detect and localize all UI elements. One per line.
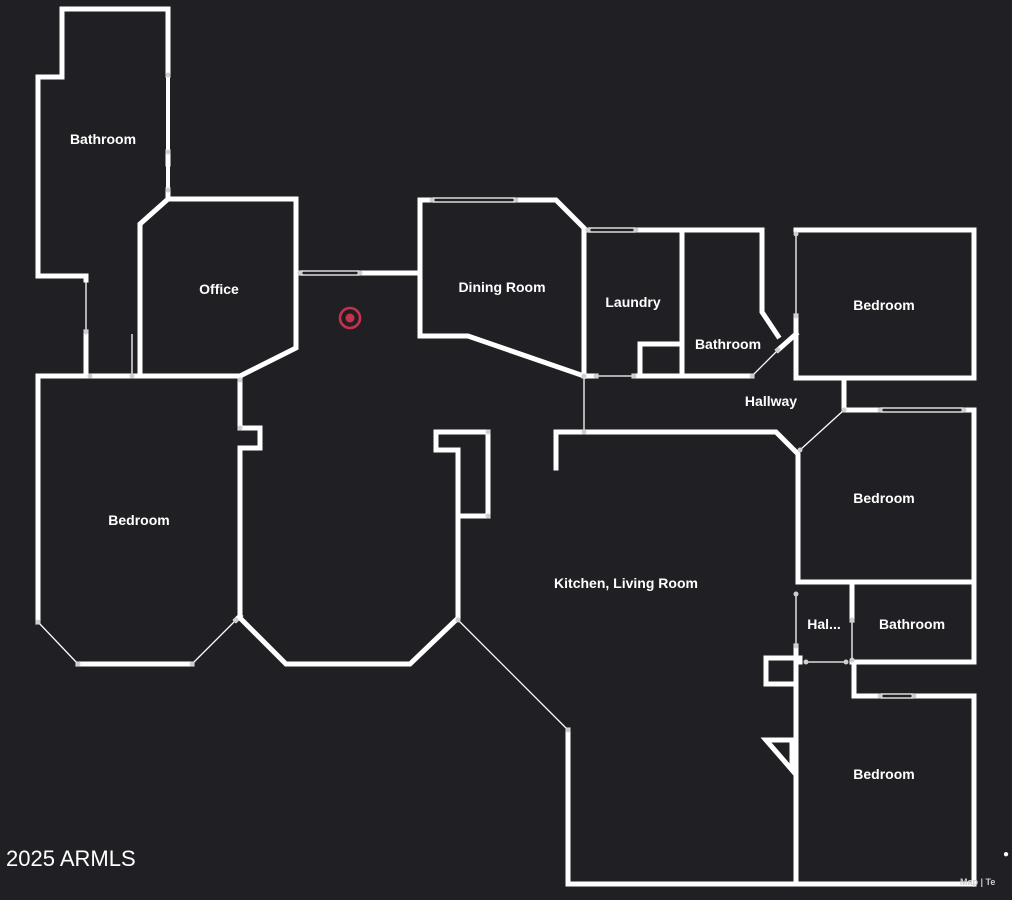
room-label-hall: Hal... <box>807 616 841 632</box>
room-label-bedroom: Bedroom <box>853 766 915 782</box>
room-label-bathroom: Bathroom <box>69 131 137 147</box>
wall-office <box>137 195 299 379</box>
wall-bathroom-north <box>59 6 171 78</box>
room-label-dining-room: Dining Room <box>458 279 546 295</box>
location-target-icon[interactable] <box>338 306 362 330</box>
room-label-bedroom: Bedroom <box>853 297 915 313</box>
wall-bedroom-1 <box>793 227 977 381</box>
map-control-icon[interactable]: ● <box>1003 849 1010 860</box>
wall-bedroom-2 <box>35 373 89 625</box>
room-label-hallway: Hallway <box>744 393 798 409</box>
map-attribution-links[interactable]: Map | Te <box>960 877 996 887</box>
room-label-bedroom: Bedroom <box>853 490 915 506</box>
wall-dining <box>417 197 588 380</box>
wall-bedroom-4 <box>851 659 883 699</box>
copyright-text: 2025 ARMLS <box>6 846 136 871</box>
room-label-bathroom: Bathroom <box>878 616 946 632</box>
room-label-office: Office <box>199 281 239 297</box>
room-label-bathroom: Bathroom <box>694 336 762 352</box>
room-label-kitchen-living-room: Kitchen, Living Room <box>554 575 698 591</box>
wall-bathroom-west <box>35 6 89 283</box>
room-label-bedroom: Bedroom <box>108 512 170 528</box>
room-label-laundry: Laundry <box>605 294 661 310</box>
